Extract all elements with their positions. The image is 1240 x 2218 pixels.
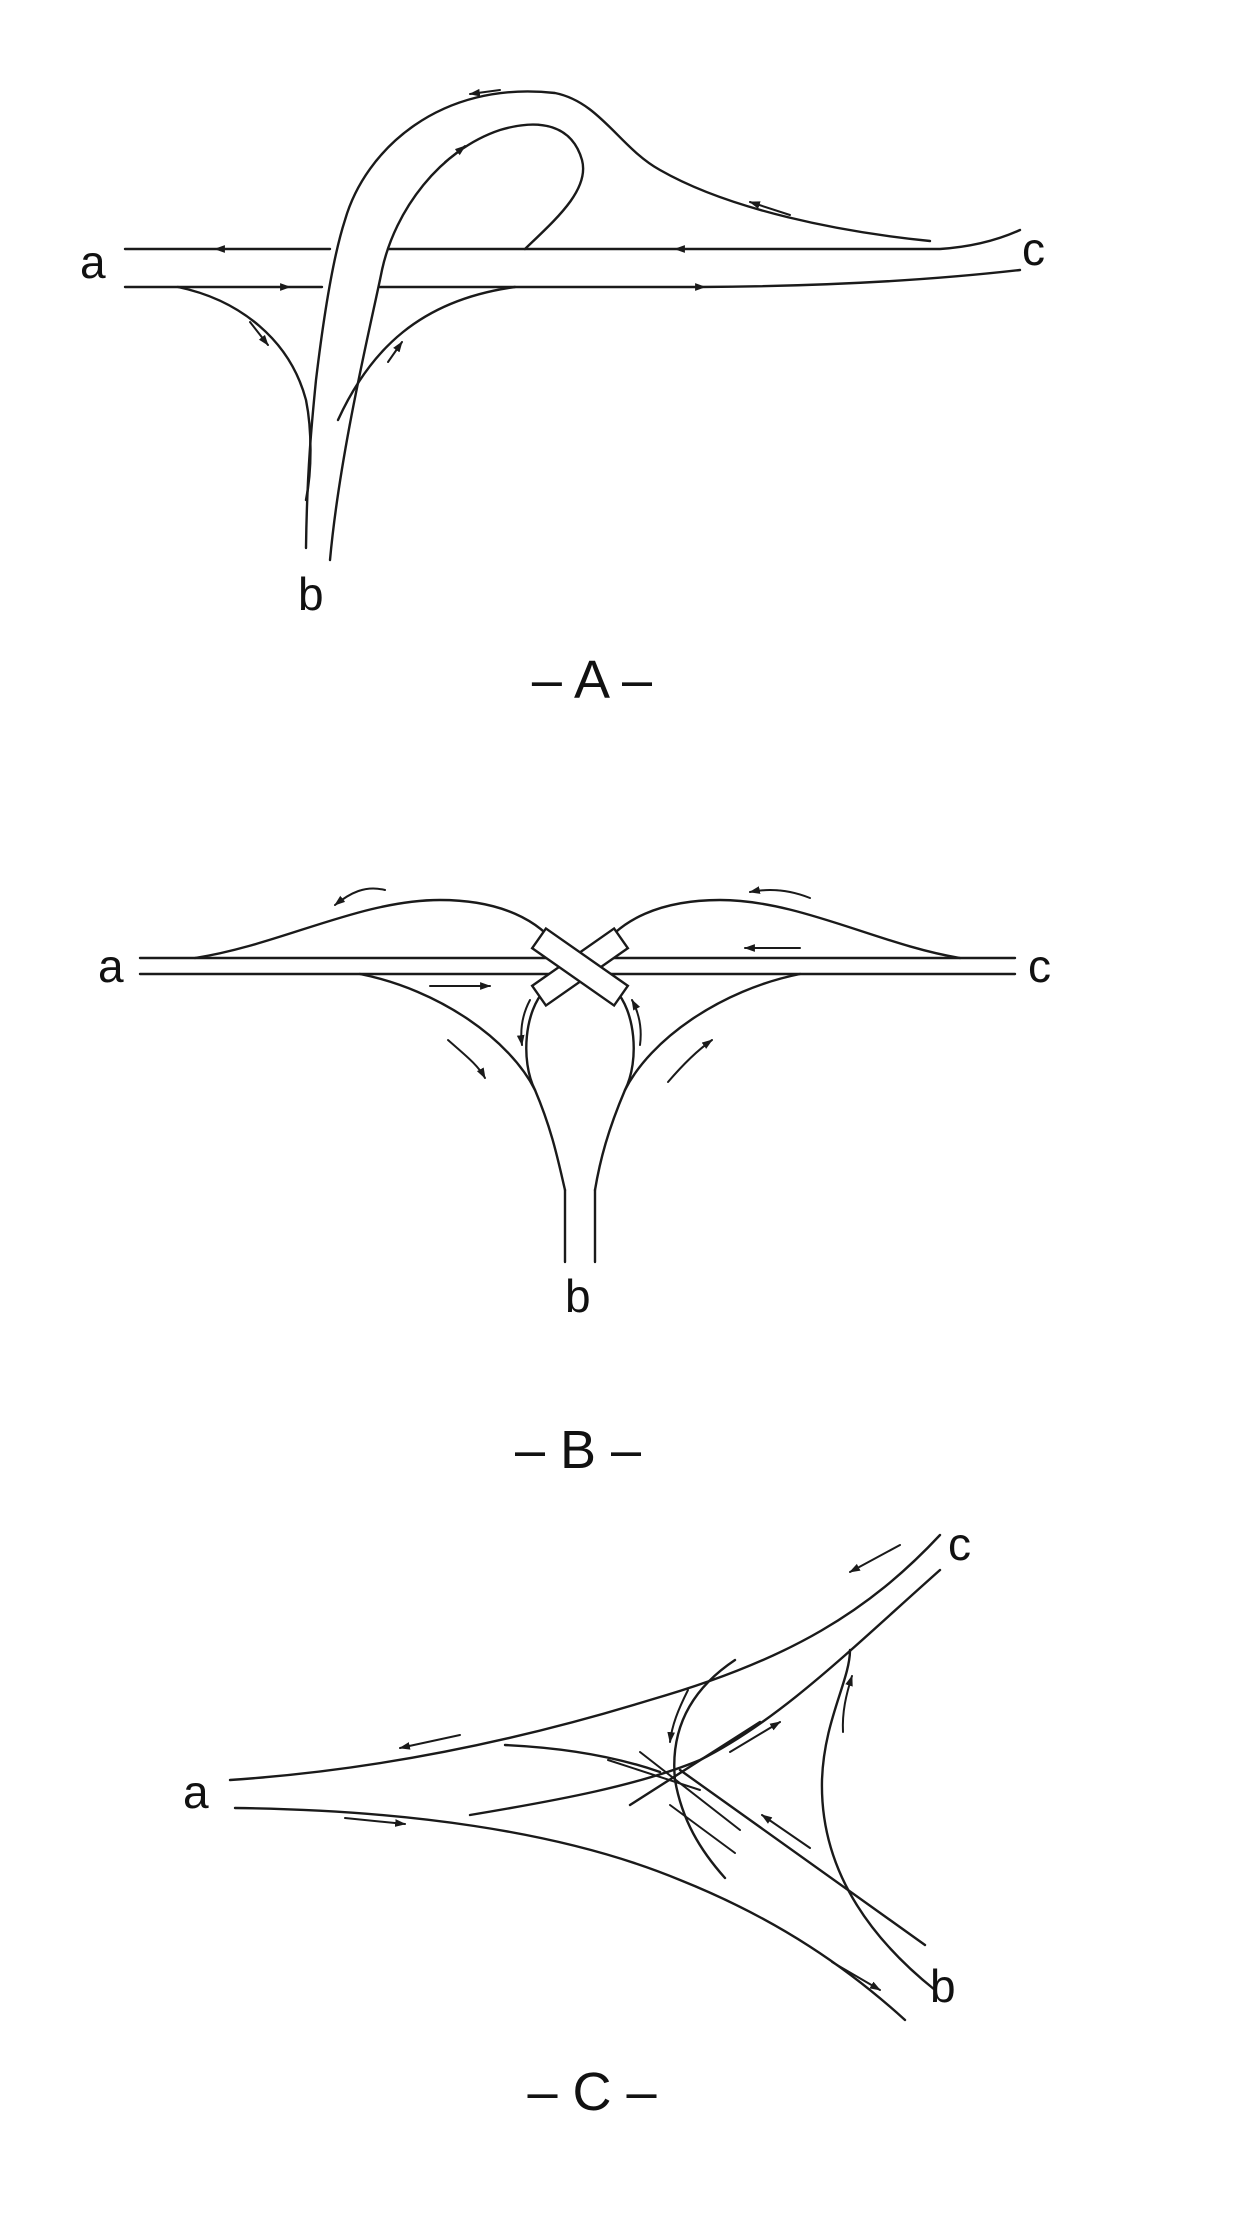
diagram-c-bridge-line-1 xyxy=(607,1759,701,1791)
diagram-c-arrow-right-up xyxy=(841,1674,853,1733)
diagram-b-arrow-inner-left xyxy=(516,999,531,1047)
diagram-c-label-b: b xyxy=(930,1960,956,2012)
diagram-a-mainline-upper xyxy=(123,228,1022,251)
diagram-a-label-a: a xyxy=(80,236,106,288)
diagram-c-label-c: c xyxy=(948,1518,971,1570)
diagram-b-ramp-outer-left xyxy=(358,972,567,1192)
diagram-a-label-c: c xyxy=(1022,223,1045,275)
diagram-c-arrow-to-a xyxy=(398,1734,461,1750)
diagram-c-bridge-line-2 xyxy=(639,1751,741,1831)
diagram-c-road-b-c-right xyxy=(820,1648,937,1992)
diagram-b-ramp-inner-left xyxy=(525,988,547,1092)
diagram-c-directional-y: a b c – C – xyxy=(183,1518,971,2122)
diagram-c-arrow-to-b xyxy=(831,1961,881,1991)
diagram-c-bridge-line-3 xyxy=(669,1804,736,1854)
diagram-a-arrow-loop-top xyxy=(468,88,501,97)
diagram-b-directional-t: a b c – B – xyxy=(98,886,1051,1480)
diagram-a-outer-loop xyxy=(304,90,932,550)
diagram-c-road-b-diag xyxy=(678,1768,927,1947)
diagram-c-arrow-loop-down xyxy=(667,1689,689,1744)
diagram-b-hump-left xyxy=(193,898,562,960)
diagram-b-arrow-top-right xyxy=(748,886,811,899)
diagram-b-arrow-inner-right xyxy=(631,999,642,1046)
diagram-b-arrow-top-left xyxy=(334,887,386,906)
diagram-c-arrow-c-in xyxy=(849,1544,901,1573)
diagram-a-caption: – A – xyxy=(532,650,652,710)
diagram-b-arrow-ramp-right xyxy=(667,1039,713,1083)
diagram-c-road-a-b-lower xyxy=(233,1806,907,2022)
diagram-a-arrow-inner xyxy=(444,145,466,163)
diagram-a-inner-loop xyxy=(328,123,585,562)
diagram-b-bridge-2 xyxy=(530,926,630,1008)
diagram-c-arrow-inner-up xyxy=(729,1721,781,1753)
diagram-b-label-c: c xyxy=(1028,940,1051,992)
diagram-a-arrow-ramp-up xyxy=(387,341,403,363)
diagram-b-ramp-inner-right xyxy=(613,988,635,1092)
diagram-a-ramp-b-to-c xyxy=(336,285,517,422)
diagram-a-trumpet: a b c – A – xyxy=(80,88,1045,710)
diagram-b-hump-right xyxy=(598,898,962,960)
diagram-b-caption: – B – xyxy=(515,1420,641,1480)
diagram-c-caption: – C – xyxy=(527,2062,656,2122)
diagram-a-label-b: b xyxy=(298,568,324,620)
diagram-a-arrow-ramp-down xyxy=(249,321,269,346)
diagram-a-arrow-loop-right xyxy=(748,201,791,216)
diagram-c-road-skew xyxy=(628,1720,762,1807)
diagram-b-label-a: a xyxy=(98,940,124,992)
diagram-b-ramp-outer-right xyxy=(593,972,802,1192)
diagram-c-road-a-c-upper xyxy=(228,1533,942,1782)
diagram-b-arrow-ramp-left xyxy=(447,1039,486,1079)
diagram-c-road-left-connector xyxy=(503,1743,662,1774)
diagram-c-arrow-diag-up xyxy=(761,1814,811,1849)
diagram-c-road-a-c-inner xyxy=(468,1568,942,1817)
diagram-c-label-a: a xyxy=(183,1766,209,1818)
diagram-a-ramp-a-to-b xyxy=(176,285,312,502)
diagram-b-label-b: b xyxy=(565,1270,591,1322)
diagram-c-arrow-from-a xyxy=(344,1817,407,1827)
diagram-a-mainline-lower xyxy=(123,268,1022,289)
